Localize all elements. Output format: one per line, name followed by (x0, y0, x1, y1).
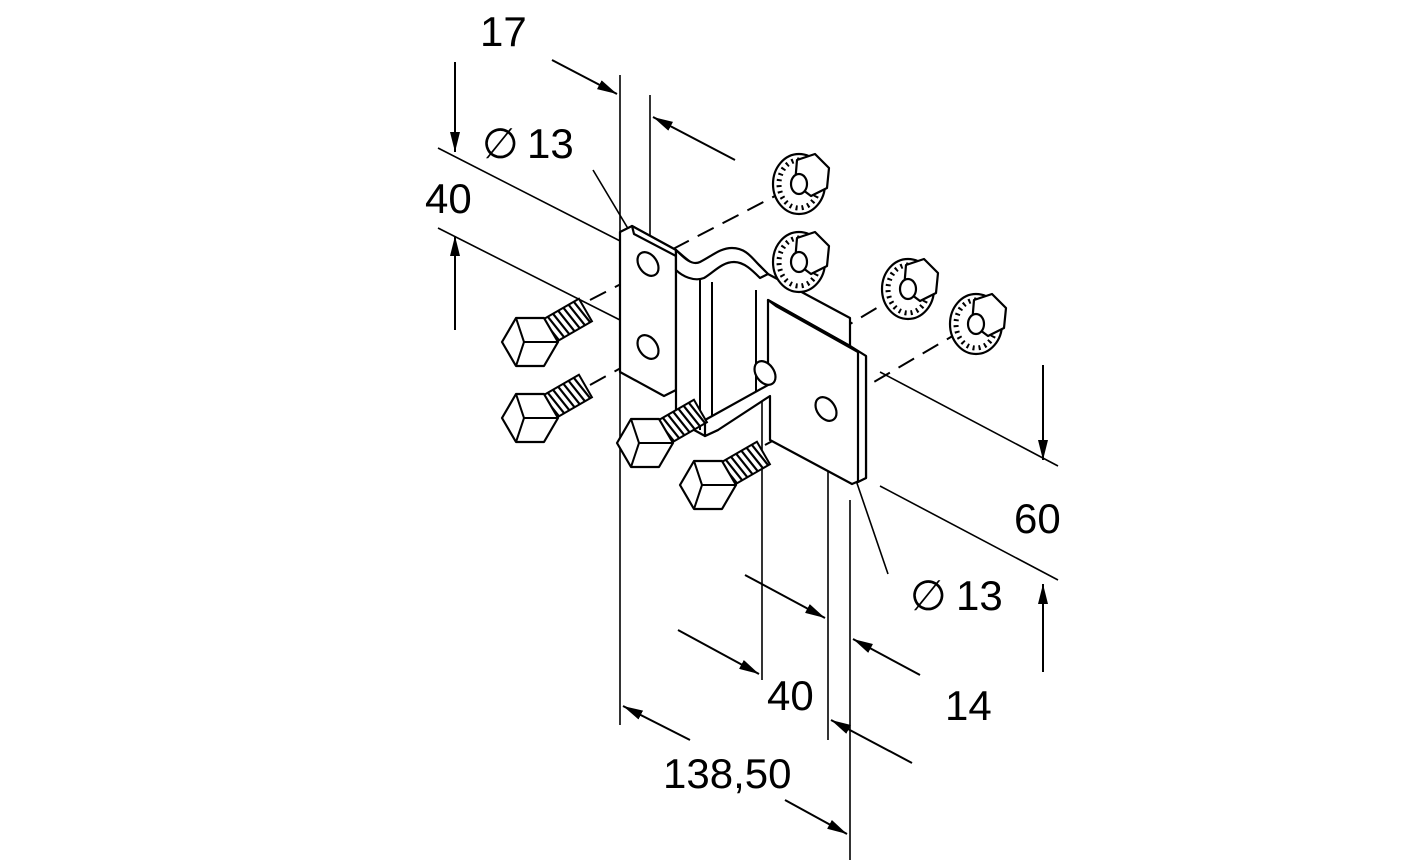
dim-top-offset: 17 (480, 8, 527, 55)
hex-bolt (500, 297, 594, 368)
flange-nut (948, 292, 1008, 356)
bracket-body (618, 224, 868, 486)
flange-nut (880, 257, 940, 321)
hex-bolt (615, 398, 709, 469)
hex-bolt (500, 373, 594, 444)
dim-left-height: 40 (425, 175, 472, 222)
dim-edge-distance: 14 (945, 682, 992, 729)
hex-bolt (678, 440, 772, 511)
flange-nut (771, 152, 831, 216)
flange-nut (771, 230, 831, 294)
diameter-symbol-top: ∅ (482, 120, 519, 167)
dim-right-height: 60 (1014, 495, 1061, 542)
dim-overall-length: 138,50 (663, 750, 791, 797)
dim-hole-dia-top: 13 (527, 120, 574, 167)
diameter-symbol-bottom: ∅ (910, 572, 947, 619)
dim-hole-dia-bottom: 13 (956, 572, 1003, 619)
dim-hole-spacing: 40 (767, 672, 814, 719)
